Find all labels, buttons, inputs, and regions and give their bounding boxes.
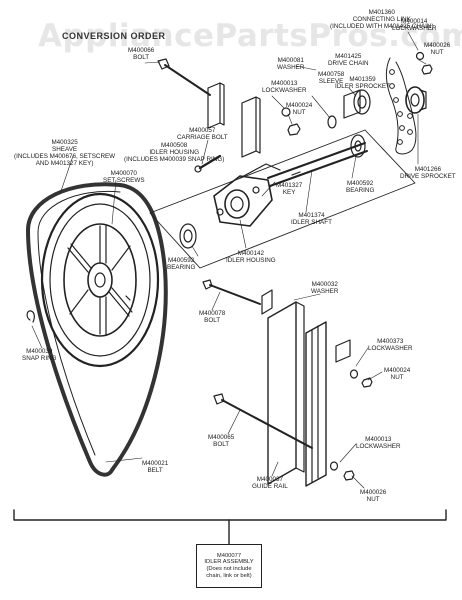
idler-sprocket	[327, 89, 371, 129]
snap-ring	[26, 310, 35, 323]
bearing-left	[179, 223, 197, 249]
assembly-bracket	[13, 509, 447, 545]
diagram-title: CONVERSION ORDER	[62, 31, 166, 41]
bolt-lower	[213, 393, 313, 449]
sheave	[40, 192, 160, 368]
lockwasher-nut-lower	[329, 461, 355, 481]
drive-chain	[385, 57, 417, 155]
leader-lines	[31, 31, 427, 489]
belt	[26, 182, 168, 477]
assembly-note-1: (Does not include	[206, 566, 252, 572]
drive-sprocket	[405, 86, 427, 114]
assembly-note-2: chain, link or belt)	[206, 572, 252, 579]
assembly-name: IDLER ASSEMBLY	[204, 559, 254, 566]
assembly-number: M400077	[216, 552, 242, 559]
lockwasher-nut-right	[349, 369, 373, 388]
bolt-top	[157, 58, 211, 96]
bolt-mid	[202, 279, 261, 305]
carriage-bolt	[194, 154, 222, 173]
lockwasher-nut-top	[415, 51, 433, 75]
idler-shaft	[267, 142, 368, 187]
upper-bracket	[207, 82, 261, 158]
watermark: AppliancePartsPros.com	[38, 18, 462, 54]
idler-assembly-box: M400077 IDLER ASSEMBLY (Does not include…	[196, 544, 262, 588]
bearing-right	[350, 134, 366, 158]
guide-rail	[261, 289, 351, 487]
idler-housing	[213, 163, 281, 227]
lockwasher-nut-mid	[281, 107, 301, 136]
idler-assembly-plane	[149, 129, 416, 269]
